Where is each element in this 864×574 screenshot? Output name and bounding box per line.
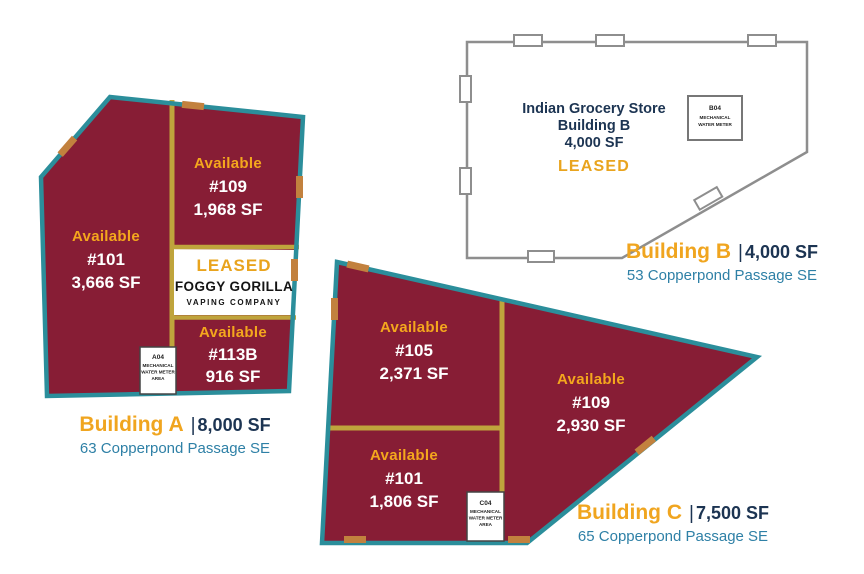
- meter-code: B04: [709, 105, 721, 112]
- unit-number: #101: [385, 469, 423, 488]
- door-marker: [508, 536, 530, 543]
- door-frame: [692, 185, 724, 212]
- building-b-label: Building B |4,000 SF 53 Copperpond Passag…: [626, 240, 818, 284]
- building-b-plan: Indian Grocery Store Building B 4,000 SF…: [459, 34, 809, 263]
- building-c-plan: Available #105 2,371 SF Available #101 1…: [319, 259, 763, 546]
- unit-status: Available: [380, 319, 448, 336]
- unit-a101: Available #101 3,666 SF: [72, 228, 141, 292]
- unit-number: #109: [209, 177, 247, 196]
- building-b-pipe: |: [738, 242, 743, 263]
- meter-line1: MECHANICAL: [700, 115, 731, 120]
- unit-status: Available: [199, 324, 267, 341]
- building-c-title: Building C |7,500 SF: [577, 501, 769, 525]
- building-c-label: Building C |7,500 SF 65 Copperpond Passag…: [577, 501, 769, 545]
- unit-number: #109: [572, 393, 610, 412]
- door-marker: [181, 100, 205, 111]
- unit-status: Available: [194, 155, 262, 172]
- door-frame: [459, 167, 472, 195]
- door-frame: [747, 34, 777, 47]
- building-a-label: Building A |8,000 SF 63 Copperpond Passag…: [79, 413, 270, 457]
- meter-box-outline: [687, 95, 743, 141]
- building-a-plan: Available #109 1,968 SF Available #101 3…: [38, 94, 306, 399]
- building-b-name: Building B: [626, 240, 731, 263]
- unit-c101: Available #101 1,806 SF: [370, 447, 439, 511]
- building-b-address: 53 Copperpond Passage SE: [626, 267, 818, 284]
- building-b-size: 4,000 SF: [744, 242, 818, 262]
- door-frame: [459, 75, 472, 103]
- meter-line2: WATER METER: [141, 370, 175, 375]
- unit-area: 1,806 SF: [370, 492, 439, 511]
- meter-line1: MECHANICAL: [470, 509, 501, 514]
- building-b-tenant-line2: Building B: [558, 118, 631, 134]
- unit-number: #113B: [208, 345, 257, 364]
- unit-area: 2,371 SF: [380, 364, 449, 383]
- building-c-footprint: [322, 262, 757, 543]
- unit-a-leased: LEASED FOGGY GORILLA VAPING COMPANY: [175, 256, 293, 307]
- meter-box-outline: [466, 491, 505, 542]
- door-frame: [527, 250, 555, 263]
- tenant-type: VAPING COMPANY: [187, 298, 282, 307]
- building-c-address: 65 Copperpond Passage SE: [577, 528, 769, 545]
- building-c-name: Building C: [577, 501, 682, 524]
- leased-status: LEASED: [197, 256, 272, 275]
- building-c-size: 7,500 SF: [695, 503, 769, 523]
- door-frame: [595, 34, 625, 47]
- door-marker: [331, 298, 338, 320]
- unit-status: Available: [557, 371, 625, 388]
- building-a-title: Building A |8,000 SF: [79, 413, 270, 437]
- meter-line1: MECHANICAL: [143, 363, 174, 368]
- door-marker: [634, 435, 657, 456]
- unit-area: 2,930 SF: [557, 416, 626, 435]
- building-a-address: 63 Copperpond Passage SE: [79, 440, 271, 457]
- unit-number: #101: [87, 250, 125, 269]
- door-marker: [291, 259, 298, 281]
- unit-number: #105: [395, 341, 433, 360]
- meter-code: A04: [152, 354, 164, 361]
- meter-line2: WATER METER: [469, 516, 503, 521]
- unit-a109: Available #109 1,968 SF: [194, 155, 263, 219]
- unit-area: 1,968 SF: [194, 200, 263, 219]
- meter-line2: WATER METER: [698, 122, 732, 127]
- building-a-pipe: |: [190, 415, 196, 436]
- leased-suite-area: [174, 249, 296, 315]
- meter-line3: AREA: [479, 522, 493, 527]
- unit-status: Available: [370, 447, 438, 464]
- building-c-pipe: |: [689, 503, 694, 524]
- building-c-meter-box: C04 MECHANICAL WATER METER AREA: [466, 491, 505, 542]
- unit-c105: Available #105 2,371 SF: [380, 319, 449, 383]
- door-marker: [346, 260, 370, 273]
- unit-status: Available: [72, 228, 140, 245]
- door-marker: [57, 135, 78, 157]
- building-a-name: Building A: [79, 413, 184, 436]
- unit-area: 3,666 SF: [72, 273, 141, 292]
- meter-box-outline: [139, 346, 177, 395]
- unit-area: 916 SF: [206, 367, 261, 386]
- building-b-meter-box: B04 MECHANICAL WATER METER: [687, 95, 743, 141]
- building-b-leased-status: LEASED: [558, 158, 630, 175]
- building-b-tenant-line1: Indian Grocery Store: [522, 101, 665, 117]
- unit-c109: Available #109 2,930 SF: [557, 371, 626, 435]
- building-a-meter-box: A04 MECHANICAL WATER METER AREA: [139, 346, 177, 395]
- door-frame: [513, 34, 543, 47]
- door-marker: [344, 536, 366, 543]
- building-a-size: 8,000 SF: [197, 415, 271, 435]
- tenant-name: FOGGY GORILLA: [175, 279, 293, 294]
- meter-line3: AREA: [151, 376, 165, 381]
- building-b-tenant-area: 4,000 SF: [565, 135, 624, 151]
- unit-a113b: Available #113B 916 SF: [199, 324, 267, 386]
- door-marker: [296, 176, 303, 198]
- building-b-title: Building B |4,000 SF: [626, 240, 818, 264]
- meter-code: C04: [480, 500, 492, 507]
- building-b-footprint: [465, 40, 809, 260]
